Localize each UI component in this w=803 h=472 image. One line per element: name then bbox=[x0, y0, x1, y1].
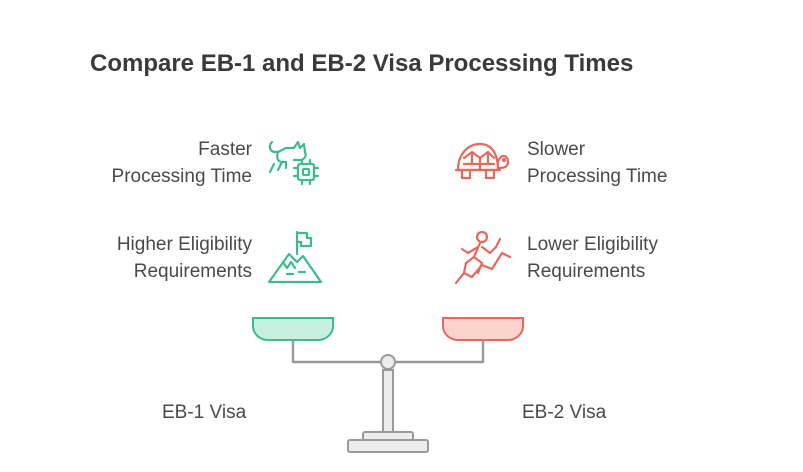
left-item-2-line2: Requirements bbox=[133, 261, 252, 282]
right-item-1-line2: Processing Time bbox=[527, 166, 668, 187]
right-item-1-label: Slower Processing Time bbox=[527, 136, 667, 190]
cat-chip-icon bbox=[268, 140, 320, 186]
scale-base bbox=[347, 439, 429, 453]
page-title: Compare EB-1 and EB-2 Visa Processing Ti… bbox=[90, 50, 634, 77]
left-item-2-line1: Higher Eligibility bbox=[116, 234, 252, 255]
right-item-2-label: Lower Eligibility Requirements bbox=[527, 231, 658, 285]
right-item-2-line1: Lower Eligibility bbox=[527, 234, 658, 255]
right-item-1-line1: Slower bbox=[527, 139, 586, 160]
scale-base-top bbox=[362, 431, 414, 441]
left-pan bbox=[252, 317, 334, 341]
scale-pivot bbox=[380, 354, 396, 370]
left-item-1-line1: Faster bbox=[198, 139, 252, 160]
left-visa-label: EB-1 Visa bbox=[162, 402, 247, 423]
left-item-2-label: Higher Eligibility Requirements bbox=[117, 231, 252, 285]
right-item-2-line2: Requirements bbox=[527, 261, 646, 282]
turtle-icon bbox=[454, 142, 510, 180]
right-pan bbox=[442, 317, 524, 341]
climber-icon bbox=[454, 230, 512, 285]
right-visa-label: EB-2 Visa bbox=[522, 402, 607, 423]
left-item-1-label: Faster Processing Time bbox=[112, 136, 252, 190]
mountain-flag-icon bbox=[267, 230, 323, 284]
left-item-1-line2: Processing Time bbox=[111, 166, 252, 187]
scale-post bbox=[382, 369, 394, 435]
